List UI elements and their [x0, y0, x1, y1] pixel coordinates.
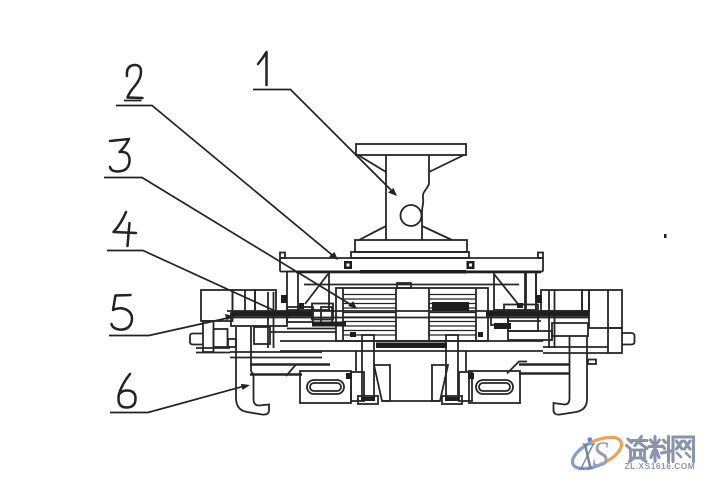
svg-text:X: X — [578, 436, 596, 478]
svg-text:S: S — [593, 434, 609, 474]
svg-text:ZL.XS1616.COM: ZL.XS1616.COM — [625, 461, 696, 471]
